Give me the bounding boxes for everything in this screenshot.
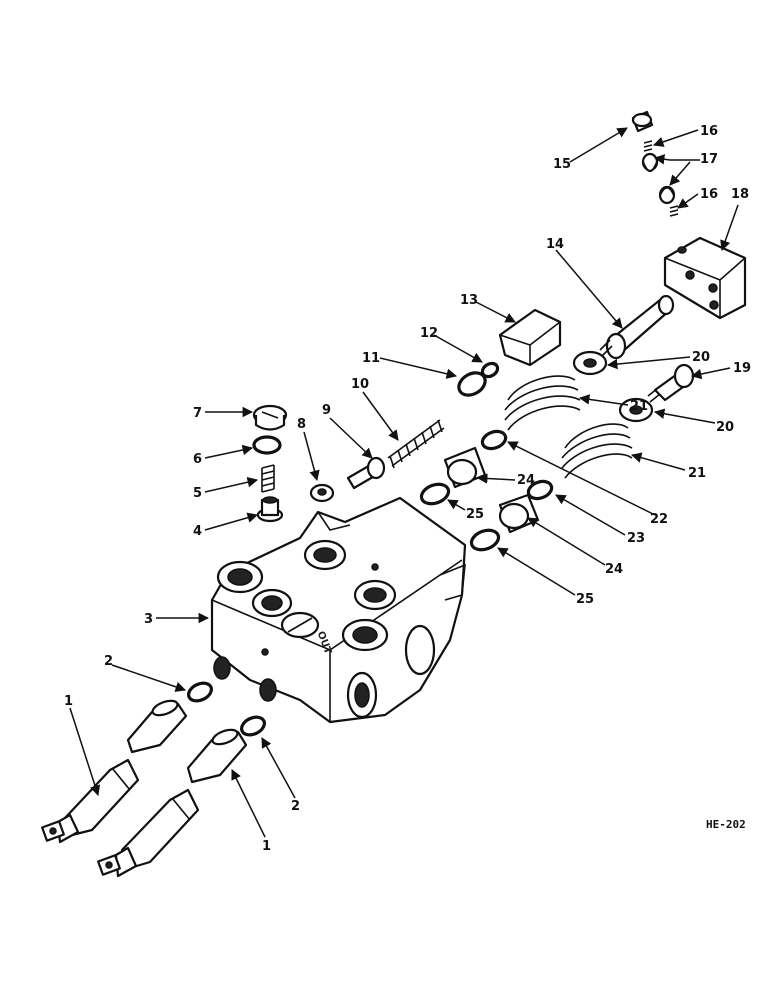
callout-2b: 2 — [291, 799, 300, 814]
callout-23: 23 — [627, 531, 645, 546]
callout-6: 6 — [193, 452, 202, 467]
spring-stack-group — [419, 350, 654, 552]
callout-20b: 20 — [716, 420, 734, 435]
callout-labels: 1 1 2 2 3 4 5 6 7 8 9 10 11 12 13 14 15 … — [64, 124, 751, 854]
o-ring-right — [240, 715, 266, 737]
callout-24b: 24 — [605, 562, 623, 577]
callout-25b: 25 — [576, 592, 594, 607]
relief-valve-lower — [647, 363, 695, 403]
valve-body: OUT — [210, 496, 467, 724]
callout-13: 13 — [460, 293, 478, 308]
spool-right — [97, 728, 248, 878]
callout-16a: 16 — [700, 124, 718, 139]
cover-plate — [663, 236, 747, 320]
relief-spring-group — [346, 308, 562, 490]
callout-12: 12 — [420, 326, 438, 341]
callout-9: 9 — [322, 403, 331, 418]
callout-18: 18 — [731, 187, 749, 202]
callout-24a: 24 — [517, 473, 535, 488]
callout-19: 19 — [733, 361, 751, 376]
relief-valve-top — [599, 294, 675, 360]
spool-left — [41, 699, 188, 844]
callout-25a: 25 — [466, 507, 484, 522]
poppet-group — [631, 110, 679, 217]
callout-20a: 20 — [692, 350, 710, 365]
check-valve-group — [252, 404, 335, 523]
callout-21b: 21 — [688, 466, 706, 481]
callout-3: 3 — [144, 612, 153, 627]
drawing-code: HE-202 — [706, 818, 746, 831]
callout-15: 15 — [553, 157, 571, 172]
callout-7: 7 — [193, 406, 202, 421]
callout-16b: 16 — [700, 187, 718, 202]
callout-2a: 2 — [104, 654, 113, 669]
callout-5: 5 — [193, 486, 202, 501]
o-ring-left — [187, 681, 213, 703]
callout-22: 22 — [650, 512, 668, 527]
callout-4: 4 — [193, 524, 202, 539]
callout-11: 11 — [362, 351, 380, 366]
callout-8: 8 — [297, 417, 306, 432]
callout-10: 10 — [351, 377, 369, 392]
callout-17: 17 — [700, 152, 718, 167]
callout-1b: 1 — [262, 839, 271, 854]
callout-14: 14 — [546, 237, 564, 252]
leader-lines — [69, 127, 739, 838]
callout-1a: 1 — [64, 694, 73, 709]
callout-21a: 21 — [630, 399, 648, 414]
